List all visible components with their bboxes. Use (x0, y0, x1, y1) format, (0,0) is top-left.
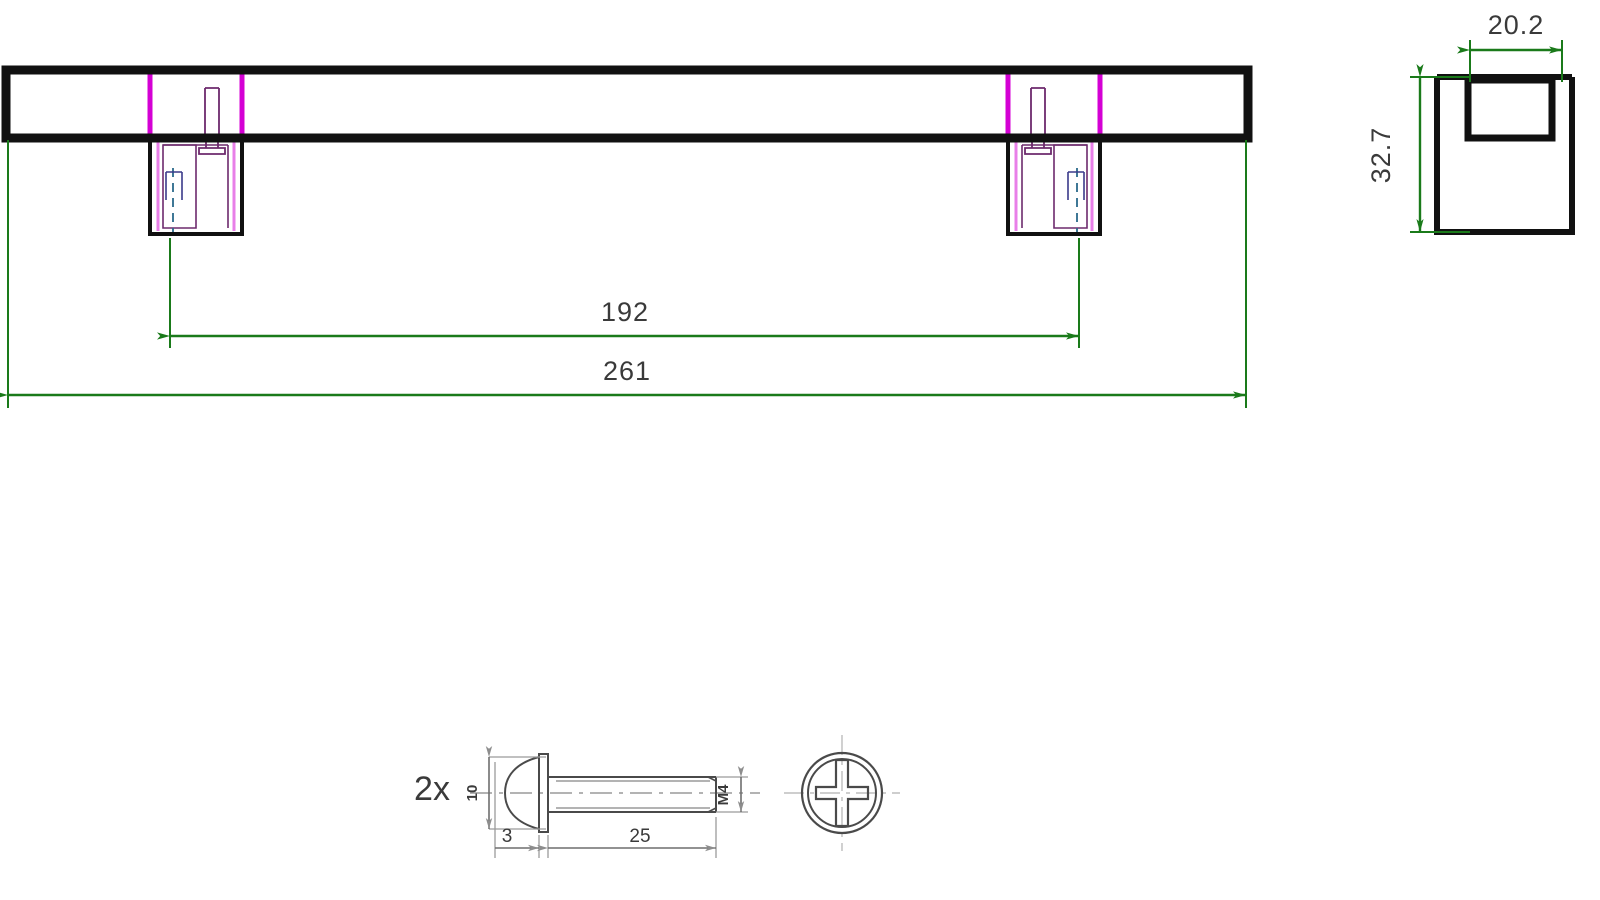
dimension-head-height: 10 (464, 746, 546, 830)
dimension-label-25: 25 (629, 826, 650, 847)
right-bracket-screwbore-outline (1053, 144, 1088, 229)
screw-thread-chamfer (707, 776, 717, 813)
left-bracket-outer-outline (148, 138, 244, 236)
dimension-overall-length: 261 (0, 356, 1246, 399)
side-profile-pocket (1464, 76, 1556, 142)
dimension-shank-length: 25 (537, 817, 717, 858)
screw-head-dome (503, 756, 540, 830)
right-bracket-post-foot (1024, 147, 1052, 155)
fastener-quantity-label: 2x (414, 770, 450, 808)
dimension-head-thickness: 3 (494, 762, 540, 858)
left-bracket-upper-outline (147, 68, 245, 140)
front-elevation-view: 192 261 (0, 65, 1253, 408)
dimension-thread-size: M4 (715, 766, 748, 813)
right-bracket-bore-bracketmark (1067, 171, 1085, 200)
dimension-label-261: 261 (603, 356, 651, 386)
dimension-profile-width: 20.2 (1457, 10, 1563, 82)
dimension-label-327: 32.7 (1366, 127, 1396, 184)
left-bracket-post-foot (198, 147, 226, 155)
screw-head-flange (538, 753, 549, 833)
dimension-profile-height: 32.7 (1366, 64, 1470, 233)
screw-thread-minor-lines (556, 780, 710, 809)
dimension-label-192: 192 (601, 297, 649, 327)
fastener-detail-view: 2x 10 3 (414, 735, 900, 858)
left-bracket-bore-bracketmark (165, 171, 183, 200)
dimension-label-202: 20.2 (1488, 10, 1545, 40)
dimension-label-10: 10 (464, 785, 481, 802)
dimension-label-m4: M4 (715, 784, 732, 805)
handle-bar-profile (1, 65, 1253, 143)
side-profile-outline (1434, 77, 1575, 235)
left-bracket-screwbore-outline (162, 144, 197, 229)
right-bracket-outer-outline (1006, 138, 1102, 236)
right-bracket-post-outline (1030, 87, 1046, 134)
right-bracket-assembly (1005, 68, 1103, 236)
end-view-head-outer-circle (800, 751, 884, 835)
end-view-cross-recess (814, 758, 870, 828)
right-bracket-upper-outline (1005, 68, 1103, 140)
left-bracket-post-outline (204, 87, 220, 134)
dimension-label-3: 3 (502, 826, 513, 847)
phillips-head-end-view (784, 735, 900, 851)
left-bracket-assembly (147, 68, 245, 236)
dimension-center-to-center: 192 (157, 297, 1079, 340)
side-section-view: 20.2 32.7 (1366, 10, 1575, 235)
screw-shank-outline (548, 776, 717, 813)
